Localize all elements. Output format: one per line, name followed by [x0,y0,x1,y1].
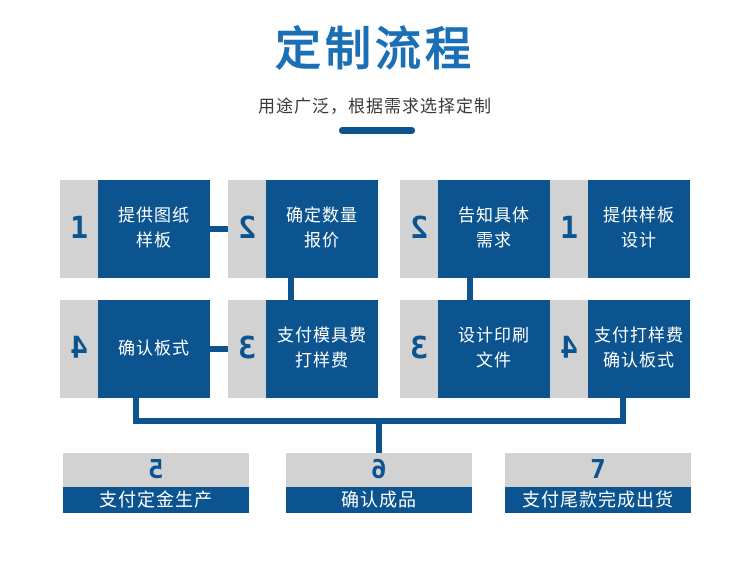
step-number-panel: 6 [286,453,472,487]
step-card-r1-3[interactable]: 2 告知具体 需求 [400,180,550,278]
step-number: 4 [559,331,579,366]
step-card-r2-4[interactable]: 4 支付打样费 确认板式 [550,300,690,398]
step-label-panel: 提供图纸 样板 [98,180,210,278]
step-label-line1: 告知具体 [458,206,530,226]
step-number-panel: 3 [228,300,266,398]
step-label: 支付尾款完成出货 [522,490,674,510]
step-label-line1: 提供图纸 [118,206,190,226]
title-divider-rule [339,127,415,134]
connector-r1b3-to-r2b3-vertical [467,278,473,314]
step-label: 确认成品 [341,490,417,510]
step-number: 5 [148,455,164,485]
step-label-panel: 确定数量 报价 [266,180,378,278]
step-label-panel: 提供样板 设计 [588,180,690,278]
step-label: 支付定金生产 [99,490,213,510]
step-label-line1: 确认板式 [118,338,190,358]
step-label-line1: 提供样板 [603,206,675,226]
step-number-panel: 2 [228,180,266,278]
connector-bracket-left-stem [133,398,139,424]
step-label-line2: 样板 [136,231,172,250]
step-card-r2-3[interactable]: 3 设计印刷 文件 [400,300,550,398]
step-number-panel: 2 [400,180,438,278]
step-number-panel: 4 [60,300,98,398]
connector-bracket-center-drop [376,418,382,456]
page-subtitle: 用途广泛，根据需求选择定制 [258,97,492,116]
step-number: 1 [559,211,579,246]
step-label-line2: 打样费 [295,351,349,370]
step-label-panel: 确认板式 [98,300,210,398]
step-number: 3 [409,331,429,366]
page-title: 定制流程 [275,23,475,75]
step-label-panel: 支付尾款完成出货 [505,487,691,514]
step-label-line2: 报价 [304,231,340,250]
step-card-r3-6[interactable]: 6 确认成品 [286,453,472,514]
step-number-panel: 5 [63,453,249,487]
step-label-panel: 支付定金生产 [63,487,249,514]
step-number: 2 [237,211,257,246]
step-card-r3-7[interactable]: 7 支付尾款完成出货 [505,453,691,514]
step-label-line2: 确认板式 [603,351,675,370]
step-number: 1 [69,211,89,246]
step-number-panel: 4 [550,300,588,398]
step-card-r3-5[interactable]: 5 支付定金生产 [63,453,249,514]
step-card-r1-1[interactable]: 1 提供图纸 样板 [60,180,210,278]
step-label-line1: 设计印刷 [458,326,530,346]
step-card-r1-2[interactable]: 2 确定数量 报价 [228,180,378,278]
step-card-r2-2[interactable]: 3 支付模具费 打样费 [228,300,378,398]
step-label-line2: 设计 [621,231,657,250]
step-card-r2-1[interactable]: 4 确认板式 [60,300,210,398]
step-label-panel: 支付模具费 打样费 [266,300,378,398]
connector-bracket-right-stem [620,398,626,424]
step-number-panel: 1 [60,180,98,278]
step-number: 4 [69,331,89,366]
step-label-panel: 设计印刷 文件 [438,300,550,398]
step-number: 2 [409,211,429,246]
step-label-line2: 需求 [476,231,512,250]
step-number-panel: 1 [550,180,588,278]
connector-r1b2-to-r2b2-vertical [288,278,294,314]
step-number: 3 [237,331,257,366]
step-number: 7 [590,455,606,485]
step-label-line1: 支付打样费 [594,326,684,346]
step-number: 6 [371,455,387,485]
step-label-line1: 确定数量 [286,206,358,226]
step-number-panel: 3 [400,300,438,398]
step-label-panel: 告知具体 需求 [438,180,550,278]
connector-r2-b1-to-b2 [210,346,228,352]
step-label-line1: 支付模具费 [277,326,367,346]
step-label-panel: 确认成品 [286,487,472,514]
step-label-line2: 文件 [476,351,512,370]
step-card-r1-4[interactable]: 1 提供样板 设计 [550,180,690,278]
step-number-panel: 7 [505,453,691,487]
connector-r1-b1-to-b2 [210,226,228,232]
step-label-panel: 支付打样费 确认板式 [588,300,690,398]
